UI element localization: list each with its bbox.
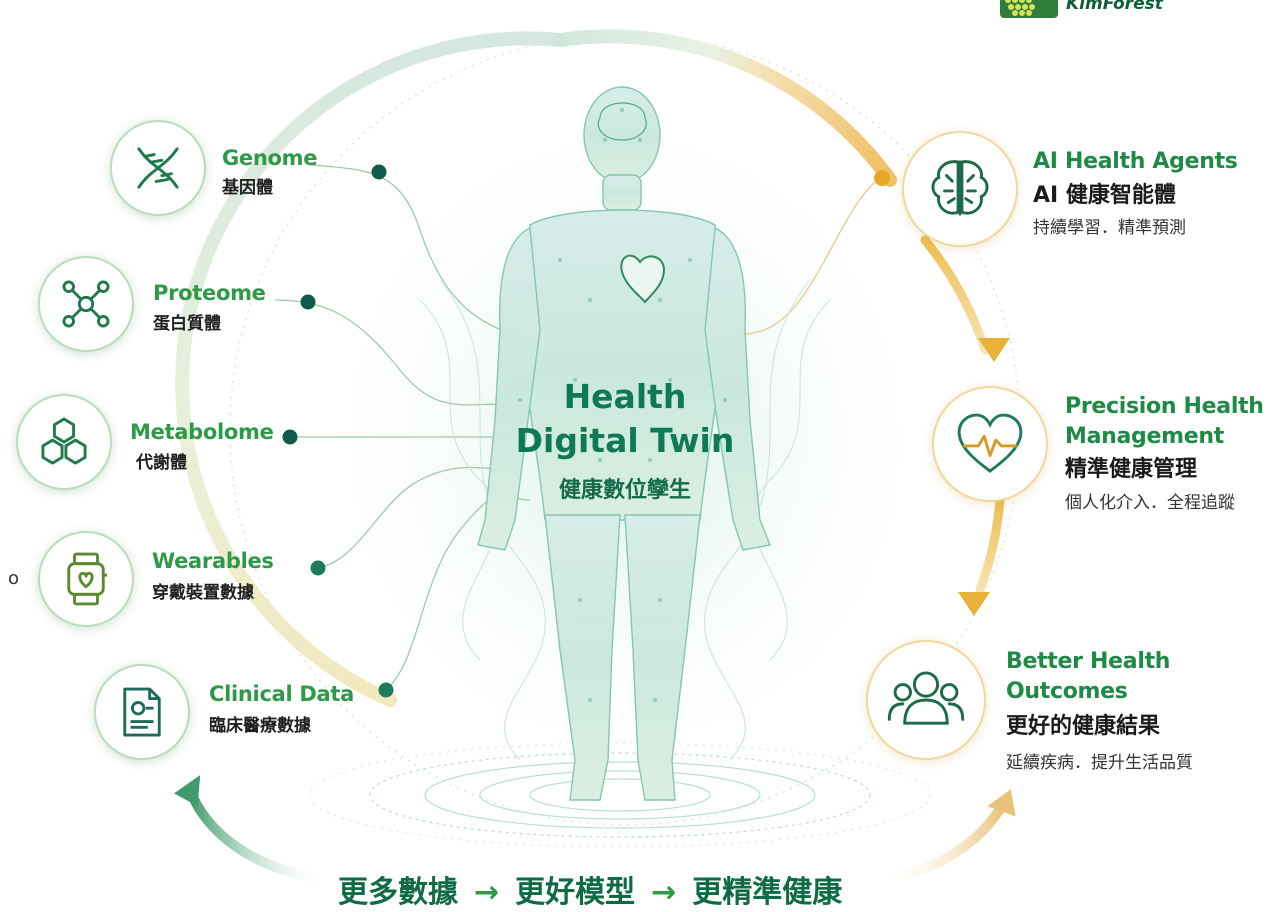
- outcomes-badge: [866, 640, 986, 760]
- bee-hive-icon: [1000, 0, 1058, 18]
- ai-agents-label: AI Health Agents: [1033, 149, 1238, 174]
- caption-step-precise-health: 更精準健康: [692, 875, 843, 910]
- genome-label: Genome: [222, 146, 318, 170]
- wearables-label: Wearables: [152, 549, 274, 573]
- stray-mark: o: [8, 568, 20, 589]
- title-zh: 健康數位孿生: [558, 478, 691, 503]
- ai-agents-badge: [902, 131, 1018, 247]
- smartwatch-icon: [67, 552, 108, 606]
- outcomes-label-2: Outcomes: [1006, 679, 1128, 704]
- proteome-zh: 蛋白質體: [153, 314, 221, 334]
- outcomes-label-1: Better Health: [1006, 649, 1171, 674]
- outcomes-sub: 延續疾病．提升生活品質: [1006, 753, 1193, 773]
- heart-pulse-icon: [957, 413, 1023, 473]
- wearables-zh: 穿戴裝置數據: [152, 583, 254, 603]
- dna-icon: [137, 147, 179, 189]
- caption-arrow-icon: →: [651, 875, 677, 910]
- bottom-caption: 更多數據 → 更好模型 → 更精準健康: [338, 874, 863, 912]
- caption-step-better-model: 更好模型: [515, 875, 636, 910]
- ai-agents-zh: AI 健康智能體: [1033, 183, 1176, 208]
- caption-arrow-icon: →: [474, 875, 500, 910]
- title-line1: Health: [563, 377, 687, 416]
- medical-record-icon: [123, 687, 161, 737]
- proteome-label: Proteome: [153, 281, 266, 305]
- caption-step-more-data: 更多數據: [338, 875, 458, 910]
- proteome-badge: [38, 256, 134, 352]
- people-group-icon: [887, 671, 965, 725]
- metabolome-badge: [16, 394, 112, 490]
- body-silhouette: [477, 86, 771, 801]
- precision-badge: [932, 386, 1048, 502]
- clinical-badge: [94, 664, 190, 760]
- heart-shape: [620, 254, 666, 304]
- clinical-zh: 臨床醫療數據: [209, 716, 311, 736]
- logo: [998, 0, 1060, 20]
- metabolome-label: Metabolome: [130, 420, 274, 444]
- molecule-icon: [62, 280, 110, 328]
- metabolome-zh: 代謝體: [136, 453, 187, 473]
- outcomes-zh: 更好的健康結果: [1006, 714, 1161, 739]
- precision-sub: 個人化介入．全程追蹤: [1065, 493, 1235, 513]
- genome-badge: [110, 120, 206, 216]
- brain-circuit-icon: [931, 160, 989, 216]
- precision-label-1: Precision Health: [1065, 394, 1264, 419]
- hexagon-cluster-icon: [41, 417, 87, 465]
- logo-text: KimForest: [1066, 0, 1163, 14]
- title-line2: Digital Twin: [515, 421, 735, 460]
- clinical-label: Clinical Data: [209, 682, 354, 706]
- genome-zh: 基因體: [222, 178, 273, 198]
- precision-label-2: Management: [1065, 424, 1224, 449]
- ai-agents-sub: 持續學習．精準預測: [1033, 218, 1186, 238]
- wearables-badge: [38, 531, 134, 627]
- precision-zh: 精準健康管理: [1065, 457, 1198, 482]
